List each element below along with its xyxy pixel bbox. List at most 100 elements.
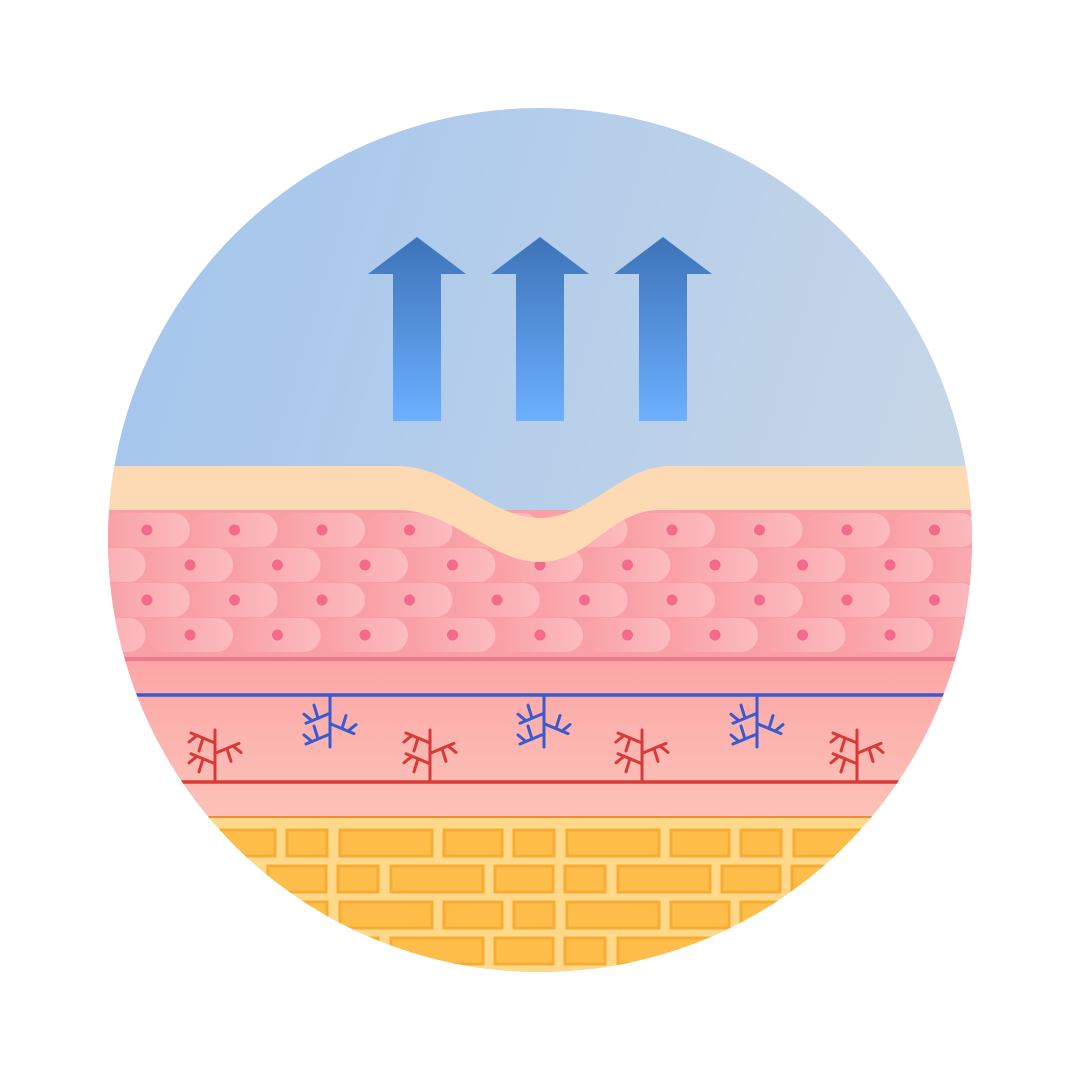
cell-nucleus <box>622 629 633 641</box>
fat-cell <box>285 828 329 858</box>
skin-cell <box>1067 513 1080 547</box>
fat-cell <box>669 828 731 858</box>
cell-nucleus <box>10 560 21 571</box>
vein-branch-icon <box>302 693 358 749</box>
cell-nucleus <box>709 629 721 641</box>
cell-nucleus <box>97 630 108 641</box>
blood-vessels <box>187 693 885 784</box>
fat-cell <box>565 828 661 858</box>
cell-nucleus <box>97 560 108 571</box>
cell-nucleus <box>447 559 458 571</box>
fat-cell <box>266 864 328 894</box>
fat-cell <box>790 936 834 966</box>
arrow-up-icon <box>491 237 589 421</box>
cell-nucleus <box>709 559 721 571</box>
fat-cell <box>563 936 607 966</box>
fat-cell <box>336 936 380 966</box>
fat-cell <box>493 864 555 894</box>
cell-nucleus <box>404 594 415 606</box>
skin-cell <box>1067 583 1080 617</box>
skin-cell <box>934 618 972 652</box>
cell-nucleus <box>754 524 765 536</box>
cell-nucleus <box>534 559 546 571</box>
fat-cell <box>336 864 380 894</box>
fat-cell <box>720 864 782 894</box>
fat-cell <box>565 900 661 930</box>
fat-cell <box>285 900 329 930</box>
fat-cell <box>669 900 731 930</box>
fat-cell <box>213 900 277 930</box>
cell-nucleus <box>1060 560 1071 571</box>
cell-nucleus <box>1017 525 1028 536</box>
skin-cell <box>979 583 1065 617</box>
cell-nucleus <box>1060 630 1071 641</box>
cell-nucleus <box>972 630 983 641</box>
fat-cell <box>213 828 277 858</box>
cell-nucleus <box>54 595 65 606</box>
surface-layer <box>108 466 972 562</box>
cell-nucleus <box>622 559 633 571</box>
vein-branch-icon <box>516 693 572 749</box>
cell-nucleus <box>447 629 458 641</box>
skin-cell <box>17 513 103 547</box>
cell-nucleus <box>229 594 240 606</box>
cell-nucleus <box>229 524 240 536</box>
skin-cell <box>0 548 58 582</box>
cell-nucleus <box>884 629 896 641</box>
fat-cell <box>512 900 556 930</box>
dermis-layer <box>108 660 972 816</box>
skin-cell <box>979 513 1065 547</box>
cell-nucleus <box>272 559 283 571</box>
cell-nucleus <box>972 560 983 571</box>
skin-cell <box>0 583 15 617</box>
moisture-arrows <box>368 237 712 421</box>
fat-cell <box>720 936 782 966</box>
fat-cell <box>790 864 834 894</box>
skin-cell <box>934 548 972 582</box>
skin-cell <box>0 513 15 547</box>
cell-nucleus <box>272 629 283 641</box>
fat-cell <box>739 828 783 858</box>
artery-branch-icon <box>829 728 885 784</box>
fat-cell <box>616 936 712 966</box>
fat-cell <box>512 828 556 858</box>
fat-cell <box>493 936 555 966</box>
skin-cell <box>0 618 58 652</box>
cell-nucleus <box>10 630 21 641</box>
fat-cell <box>792 900 888 930</box>
cell-layer-border <box>108 657 972 661</box>
fat-cell <box>442 900 504 930</box>
cell-nucleus <box>754 594 765 606</box>
skin-cell <box>17 583 103 617</box>
fat-cell <box>563 864 607 894</box>
cell-nucleus <box>797 629 808 641</box>
fat-cell <box>739 900 783 930</box>
cell-nucleus <box>359 559 371 571</box>
cell-nucleus <box>184 559 196 571</box>
cell-nucleus <box>359 629 371 641</box>
fat-cell <box>338 828 434 858</box>
cell-nucleus <box>929 524 940 536</box>
cell-nucleus <box>797 559 808 571</box>
cell-nucleus <box>929 594 940 606</box>
cell-nucleus <box>184 629 196 641</box>
artery-branch-icon <box>187 728 243 784</box>
fat-cell <box>616 864 712 894</box>
cell-nucleus <box>316 524 328 536</box>
fat-cell <box>266 936 328 966</box>
arrow-up-icon <box>614 237 712 421</box>
cell-nucleus <box>141 594 153 606</box>
cell-nucleus <box>316 594 328 606</box>
fat-cell <box>792 828 888 858</box>
cell-nucleus <box>491 594 503 606</box>
cell-nucleus <box>54 525 65 536</box>
cell-nucleus <box>579 594 590 606</box>
cell-nucleus <box>841 594 853 606</box>
fat-cell <box>338 900 434 930</box>
fat-cell <box>442 828 504 858</box>
cell-nucleus <box>534 629 546 641</box>
artery-branch-icon <box>614 728 670 784</box>
skin-cell <box>108 548 146 582</box>
